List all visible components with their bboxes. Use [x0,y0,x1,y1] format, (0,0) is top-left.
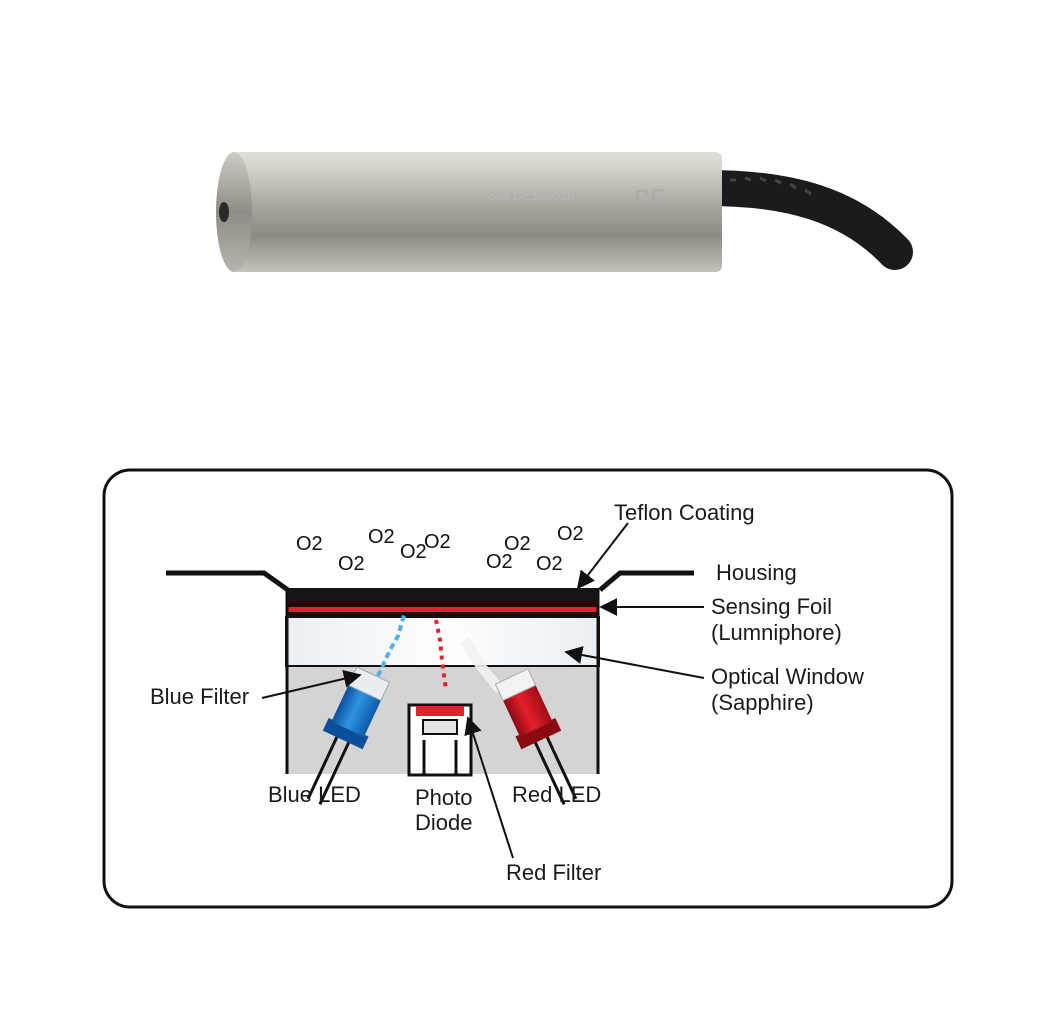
sensor-cable [690,170,913,270]
o2-molecule-label: O2 [424,531,451,553]
o2-molecule-label: O2 [368,526,395,548]
sensing-foil-glow [286,607,599,612]
photo-diode-chip [422,719,458,735]
o2-molecule-label: O2 [536,553,563,575]
red-filter-element [416,706,464,716]
serial-number-text: S/N DE160020 [488,188,575,203]
label-red-filter: Red Filter [506,860,601,885]
label-optical-window-sub: (Sapphire) [711,690,814,715]
teflon-leader [576,522,629,590]
o2-molecule-label: O2 [486,551,513,573]
sensor-body [232,152,722,272]
red-led-body [503,685,553,737]
o2-molecule-label: O2 [557,523,584,545]
blue-led-body [331,685,381,737]
label-diode: Diode [415,810,472,835]
ce-mark: CE [634,185,665,210]
label-sensing-foil-sub: (Lumniphore) [711,620,842,645]
housing-outline [166,570,694,593]
label-optical-window: Optical Window [711,664,864,689]
label-sensing-foil: Sensing Foil [711,594,832,619]
o2-molecule-label: O2 [338,553,365,575]
o2-molecule-label: O2 [504,533,531,555]
blue-led-lead-a [306,734,340,800]
label-blue-filter: Blue Filter [150,684,249,709]
blue-filter-leader [261,669,362,699]
blue-led [306,666,391,805]
sensor-photo: S/N DE160020 CE [216,152,913,272]
blue-led-base [322,717,369,750]
red-emission-path [434,619,448,691]
red-led-lead-a [533,740,566,805]
red-filter-leader [464,716,514,859]
label-teflon-coating: Teflon Coating [614,500,755,525]
sensor-end-cap [216,152,252,272]
teflon-coating-layer [286,588,599,602]
label-blue-led: Blue LED [268,782,361,807]
o2-molecule-label: O2 [400,541,427,563]
red-reference-path [460,637,504,694]
red-led-cap [494,668,537,702]
photo-diode-body [407,703,473,777]
photo-diode [407,703,473,777]
cable-strain-relief [730,176,812,196]
label-housing: Housing [716,560,797,585]
red-led [494,668,578,805]
blue-led-lead-b [318,740,351,805]
o2-molecule-label: O2 [296,533,323,555]
sensor-window-hole [219,202,229,222]
blue-light-path [376,611,407,677]
label-photo: Photo [415,785,473,810]
red-led-base [515,717,562,750]
label-red-led: Red LED [512,782,601,807]
red-led-lead-b [544,734,578,800]
optical-window-leader [564,646,705,679]
